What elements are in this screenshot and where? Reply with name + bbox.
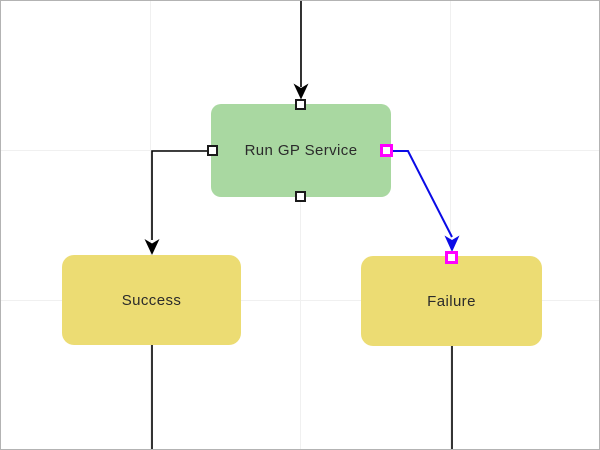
- node-label: Run GP Service: [244, 142, 358, 159]
- edge-run-gp-service-to-success[interactable]: [144, 150, 214, 255]
- grid-line-vertical: [450, 1, 451, 449]
- grid-line-horizontal: [1, 300, 599, 301]
- port-run-gp-service-left[interactable]: [207, 145, 218, 156]
- port-run-gp-service-top[interactable]: [295, 99, 306, 110]
- node-label: Failure: [427, 292, 476, 310]
- arrowhead-down-icon: [144, 239, 160, 255]
- grid-line-vertical: [150, 1, 151, 449]
- edge-run-gp-service-to-failure-selected[interactable]: [392, 150, 460, 252]
- node-success[interactable]: Success: [62, 255, 241, 345]
- port-run-gp-service-bottom[interactable]: [295, 191, 306, 202]
- node-run-gp-service[interactable]: Run GP Service: [211, 104, 391, 197]
- grid-line-vertical: [300, 1, 301, 449]
- arrowhead-down-icon: [444, 235, 460, 252]
- port-failure-top-selected[interactable]: [445, 251, 458, 264]
- node-failure[interactable]: Failure: [361, 256, 542, 346]
- port-run-gp-service-right-selected[interactable]: [380, 144, 393, 157]
- arrowhead-down-icon: [293, 83, 309, 100]
- edge-incoming-to-run-gp-service[interactable]: [293, 1, 309, 100]
- node-label: Success: [121, 291, 182, 309]
